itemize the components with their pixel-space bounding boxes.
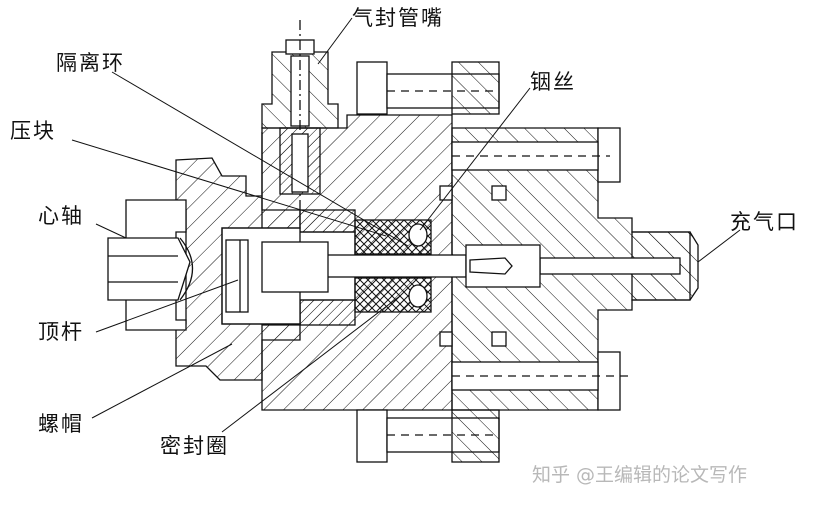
- right-bolt-bottom: [597, 351, 621, 411]
- label-indium-wire: 铟丝: [530, 70, 576, 94]
- leader-pressure-block: [71, 139, 387, 237]
- watermark: 知乎 @王编辑的论文写作: [532, 464, 748, 486]
- leader-nut-cap: [91, 343, 233, 419]
- right-bolt-top: [597, 127, 621, 183]
- label-inflation-port: 充气口: [730, 210, 799, 234]
- label-ejector-pin: 顶杆: [38, 320, 84, 344]
- pressure-block: [299, 209, 356, 233]
- indium-wire: [408, 223, 428, 247]
- top-bolt-head: [356, 61, 388, 115]
- label-pressure-block: 压块: [10, 119, 56, 143]
- label-seal-ring: 密封圈: [160, 434, 229, 458]
- bottom-bolt-head: [356, 409, 388, 463]
- leader-core-shaft: [95, 223, 127, 239]
- ejector-head: [261, 241, 329, 293]
- central-stem: [317, 254, 467, 278]
- leader-inflation-port: [697, 229, 741, 263]
- top-bolt-nut: [451, 61, 500, 115]
- label-gas-seal-nozzle: 气封管嘴: [352, 6, 444, 30]
- leader-ejector-pin: [95, 279, 239, 333]
- label-nut-cap: 螺帽: [38, 412, 84, 436]
- leader-indium-wire: [419, 87, 531, 231]
- leader-gas-seal-nozzle: [317, 17, 353, 65]
- leader-seal-ring: [221, 295, 401, 433]
- label-core-shaft: 心轴: [38, 204, 84, 228]
- label-spacer-ring: 隔离环: [56, 51, 125, 75]
- bottom-bolt-nut: [451, 409, 500, 463]
- leader-spacer-ring: [111, 71, 409, 247]
